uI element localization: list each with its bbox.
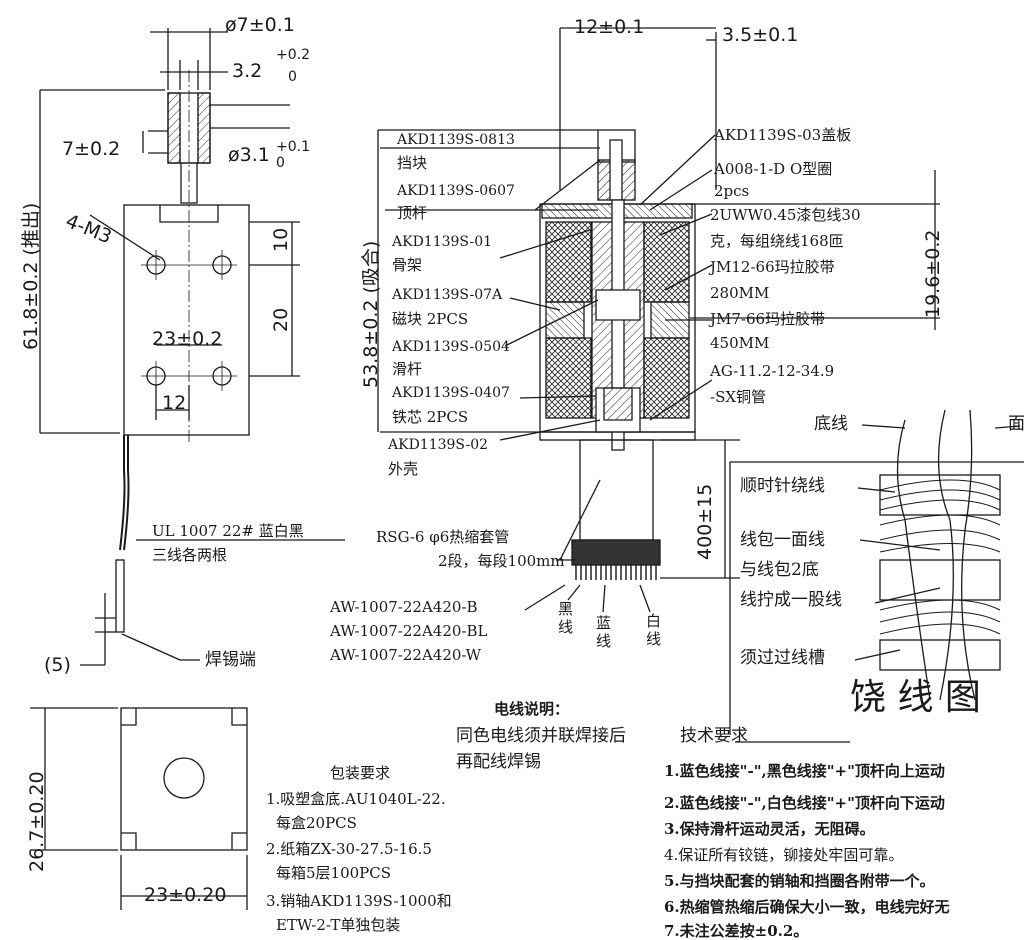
winding-title: 饶 线 图 bbox=[850, 677, 981, 718]
solder-end-label: 焊锡端 bbox=[205, 650, 256, 670]
oring-label: A008-1-D O型圈 bbox=[714, 160, 833, 178]
dim-3-2-tol-upper: +0.2 bbox=[276, 47, 310, 63]
winding-note-1: 线包一面线 bbox=[740, 530, 825, 550]
part-02-name: 外壳 bbox=[388, 460, 419, 478]
tech-item-3: 3.保持滑杆运动灵活，无阻碍。 bbox=[664, 820, 875, 838]
part-0813-code: AKD1139S-0813 bbox=[397, 132, 515, 148]
sleeve-spec: RSG-6 φ6热缩套管 bbox=[376, 528, 510, 546]
tech-title: 技术要求 bbox=[680, 726, 748, 746]
winding-note-3: 线拧成一股线 bbox=[740, 590, 842, 610]
packing-item-2: 2.纸箱ZX-30-27.5-16.5 bbox=[266, 840, 432, 858]
part-0607-name: 顶杆 bbox=[397, 204, 428, 222]
part-07a-name: 磁块 2PCS bbox=[392, 310, 469, 328]
wire-spec-line2: 三线各两根 bbox=[152, 546, 228, 564]
wire-color-white: 白线 bbox=[646, 612, 662, 648]
wire-note-title: 电线说明： bbox=[494, 700, 570, 718]
tech-item-7: 7.未注公差按±0.2。 bbox=[664, 922, 809, 940]
dim-61-8: 61.8±0.2 (推出) bbox=[20, 202, 42, 350]
dim-23: 23±0.2 bbox=[152, 328, 223, 350]
wire-spec-line1: UL 1007 22# 蓝白黑 bbox=[152, 522, 304, 540]
dim-53-8: 53.8±0.2 (吸合) bbox=[360, 240, 382, 388]
tape2-label: JM7-66玛拉胶带 bbox=[710, 310, 826, 328]
tape1-label: JM12-66玛拉胶带 bbox=[710, 258, 835, 276]
wire-note-line1: 同色电线须并联焊接后 bbox=[456, 726, 626, 746]
part-0407-code: AKD1139S-0407 bbox=[392, 385, 510, 401]
wire-turns-label: 克，每组绕线168匝 bbox=[710, 232, 844, 250]
part-0504-code: AKD1139S-0504 bbox=[392, 339, 510, 355]
dim-26-7: 26.7±0.20 bbox=[26, 771, 48, 872]
dim-5: (5) bbox=[44, 654, 71, 676]
winding-note-2: 与线包2底 bbox=[740, 560, 819, 580]
packing-item-2b: 每箱5层100PCS bbox=[276, 864, 392, 882]
winding-drawing bbox=[729, 409, 1024, 743]
sleeve-qty: 2段，每段100mm bbox=[438, 552, 565, 570]
top-view-drawing bbox=[39, 28, 345, 666]
wire-color-black: 黑线 bbox=[558, 600, 574, 636]
wire-code-black: AW-1007-22A420-B bbox=[330, 598, 478, 616]
winding-face-wire: 面 bbox=[1008, 414, 1024, 434]
part-0407-name: 铁芯 2PCS bbox=[392, 408, 469, 426]
dim-phi7: ø7±0.1 bbox=[225, 14, 295, 36]
wire-note-line2: 再配线焊锡 bbox=[456, 752, 541, 772]
tech-item-2: 2.蓝色线接"-",白色线接"+"顶杆向下运动 bbox=[664, 794, 945, 812]
dim-20: 20 bbox=[270, 307, 292, 332]
part-03-label: AKD1139S-03盖板 bbox=[714, 126, 852, 144]
dim-3-2: 3.2 bbox=[232, 60, 263, 82]
part-01-name: 骨架 bbox=[392, 256, 423, 274]
copper-tube-name: -SX铜管 bbox=[710, 388, 767, 406]
dim-3-5: 3.5±0.1 bbox=[722, 24, 799, 46]
winding-bottom-wire: 底线 bbox=[814, 414, 848, 434]
tape2-length: 450MM bbox=[710, 334, 770, 352]
tech-item-4: 4.保证所有铰链，铆接处牢固可靠。 bbox=[664, 846, 904, 864]
part-0813-name: 挡块 bbox=[397, 154, 428, 172]
winding-clockwise: 顺时针绕线 bbox=[740, 476, 825, 496]
wire-gauge-label: 2UWW0.45漆包线30 bbox=[710, 206, 861, 224]
dim-3-2-tol-lower: 0 bbox=[288, 69, 297, 85]
part-02-code: AKD1139S-02 bbox=[388, 437, 489, 453]
part-0504-name: 滑杆 bbox=[392, 360, 423, 378]
packing-item-1b: 每盒20PCS bbox=[276, 814, 357, 832]
dim-19-6: 19.6±0.2 bbox=[922, 229, 944, 318]
part-07a-code: AKD1139S-07A bbox=[392, 287, 503, 303]
dim-phi3-1: ø3.1 bbox=[228, 144, 270, 166]
tech-item-1: 1.蓝色线接"-",黑色线接"+"顶杆向上运动 bbox=[664, 762, 945, 780]
section-drawing bbox=[377, 27, 940, 613]
tech-item-5: 5.与挡块配套的销轴和挡圈各附带一个。 bbox=[664, 872, 935, 890]
packing-title: 包装要求 bbox=[330, 764, 391, 782]
packing-item-3b: ETW-2-T单独包装 bbox=[276, 916, 401, 934]
part-01-code: AKD1139S-01 bbox=[392, 234, 493, 250]
wire-code-white: AW-1007-22A420-W bbox=[330, 646, 482, 664]
dim-10: 10 bbox=[270, 227, 292, 252]
part-0607-code: AKD1139S-0607 bbox=[397, 183, 515, 199]
dim-12-small: 12 bbox=[162, 392, 187, 414]
dim-7: 7±0.2 bbox=[62, 138, 121, 160]
tech-item-6: 6.热缩管热缩后确保大小一致，电线完好无 bbox=[664, 898, 950, 916]
wire-color-blue: 蓝线 bbox=[596, 614, 612, 650]
dim-phi3-1-tol-lower: 0 bbox=[276, 155, 285, 171]
bottom-view-drawing bbox=[30, 707, 248, 910]
dim-phi3-1-tol-upper: +0.1 bbox=[276, 139, 310, 155]
packing-item-3: 3.销轴AKD1139S-1000和 bbox=[266, 892, 452, 910]
wire-code-blue: AW-1007-22A420-BL bbox=[330, 622, 488, 640]
tape1-length: 280MM bbox=[710, 284, 770, 302]
dim-23-bottom: 23±0.20 bbox=[144, 884, 227, 906]
dim-400: 400±15 bbox=[694, 483, 716, 560]
oring-qty: 2pcs bbox=[714, 182, 750, 200]
winding-note-4: 须过过线槽 bbox=[740, 648, 825, 668]
dim-12-top: 12±0.1 bbox=[574, 16, 645, 38]
copper-tube-code: AG-11.2-12-34.9 bbox=[710, 362, 835, 380]
packing-item-1: 1.吸塑盒底.AU1040L-22. bbox=[266, 790, 446, 808]
